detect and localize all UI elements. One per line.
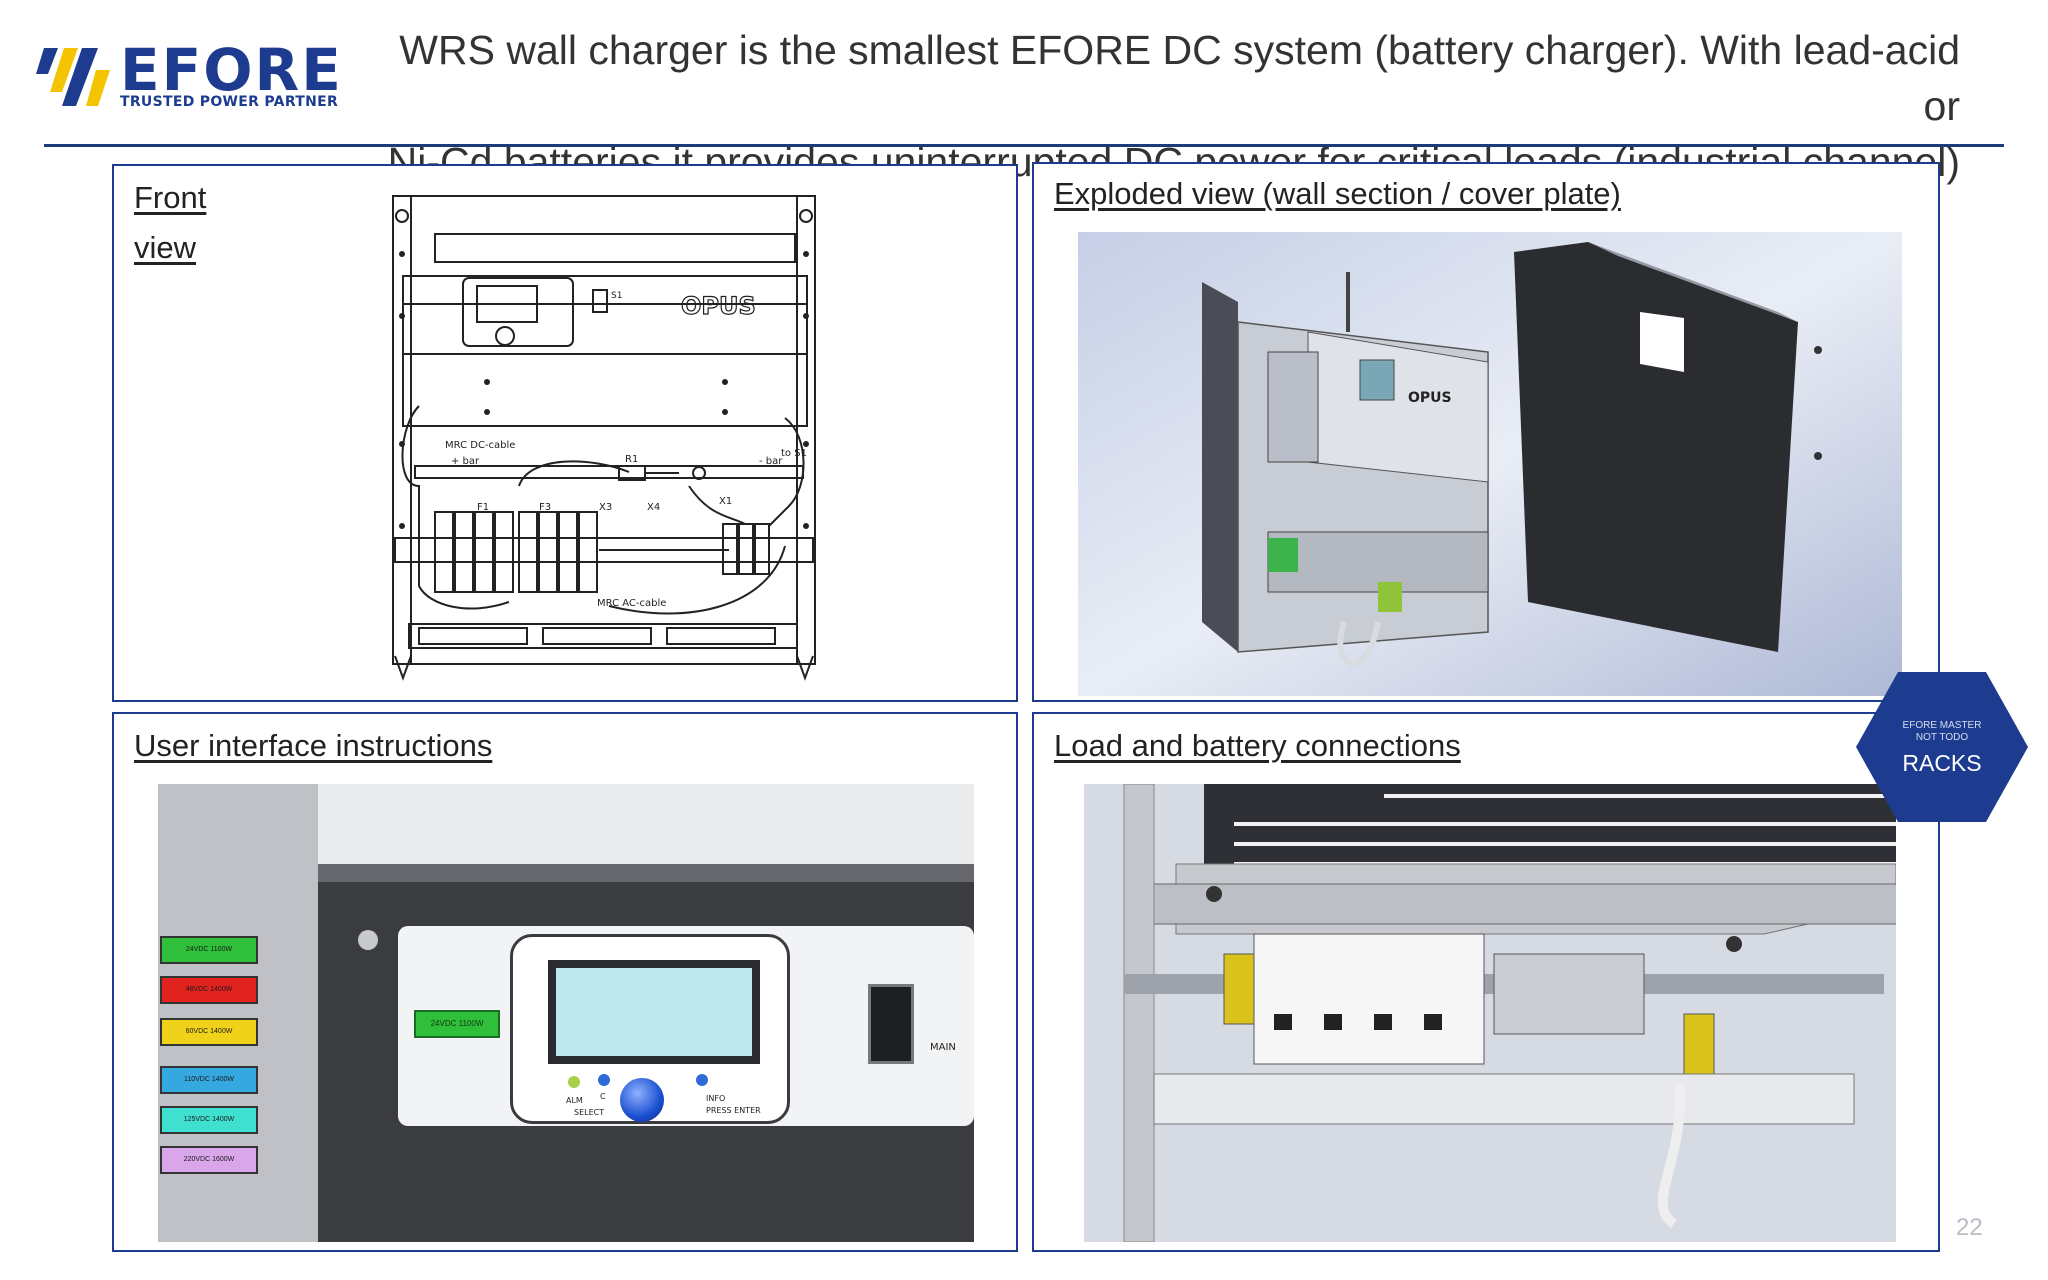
voltage-label: 125VDC 1400W [160,1106,258,1134]
efore-chevron-icon [36,48,110,106]
voltage-label: 60VDC 1400W [160,1018,258,1046]
x1-label: X1 [719,496,732,507]
front-view-title-line-1: Front [134,180,207,215]
s1-label: S1 [611,291,622,301]
hex-label: RACKS [1902,750,1982,776]
page-number: 22 [1956,1214,1983,1241]
voltage-label: 110VDC 1400W [160,1066,258,1094]
c-led [598,1074,610,1086]
main-label: MAIN [930,1042,956,1053]
minus-bar-label: - bar [759,456,783,467]
voltage-label: 48VDC 1400W [160,976,258,1004]
hex-subtitle-2: NOT TODO [1915,732,1969,743]
f1-label: F1 [477,502,489,513]
voltage-badge: 24VDC 1100W [414,1010,500,1038]
opus-brand-label: OPUS [681,292,756,320]
rotary-knob[interactable] [620,1078,664,1122]
ui-render: 24VDC 1100W 48VDC 1400W 60VDC 1400W 110VDC … [158,784,974,1242]
voltage-label: 24VDC 1100W [160,936,258,964]
load-battery-title: Load and battery connections [1054,728,1461,763]
header-divider [44,144,2004,147]
alm-led [568,1076,580,1088]
alm-label: ALM [566,1096,583,1105]
exploded-opus-brand: OPUS [1408,390,1452,406]
user-interface-panel: User interface instructions 24VDC 1100W 4… [112,712,1018,1252]
hex-subtitle-1: EFORE MASTER [1902,720,1982,731]
front-view-title-line-2: view [134,230,197,265]
plus-bar-label: + bar [451,456,480,467]
x3-label: X3 [599,502,612,513]
lcd-display [548,960,760,1064]
front-view-drawing: OPUS S1 MRC DC-cable to S1 + bar - bar R… [392,195,816,681]
f3-label: F3 [539,502,551,513]
load-battery-render [1084,784,1896,1242]
select-label: SELECT [574,1108,605,1117]
to-s1-label: to S1 [781,448,807,459]
r1-label: R1 [625,454,638,465]
voltage-label: 220VDC 1600W [160,1146,258,1174]
press-enter-label: PRESS ENTER [706,1106,761,1115]
info-label: INFO [706,1094,726,1103]
exploded-view-panel: Exploded view (wall section / cover plat… [1032,162,1940,702]
exploded-view-title: Exploded view (wall section / cover plat… [1054,176,1621,211]
exploded-view-render: OPUS [1078,232,1902,696]
racks-hexagon-badge[interactable]: EFORE MASTER NOT TODO RACKS [1854,670,2030,824]
info-led [696,1074,708,1086]
front-view-panel: Front view [112,164,1018,702]
dc-cable-label: MRC DC-cable [445,440,515,451]
x4-label: X4 [647,502,660,513]
header-line-1: WRS wall charger is the smallest EFORE D… [399,27,1960,129]
user-interface-title: User interface instructions [134,728,493,763]
efore-logo: EFORE TRUSTED POWER PARTNER [36,36,341,116]
c-label: C [600,1092,606,1101]
ac-cable-label: MRC AC-cable [597,598,666,609]
load-battery-panel: Load and battery connections [1032,712,1940,1252]
main-switch[interactable] [868,984,914,1064]
logo-tagline: TRUSTED POWER PARTNER [120,94,339,110]
logo-wordmark: EFORE [120,36,343,104]
